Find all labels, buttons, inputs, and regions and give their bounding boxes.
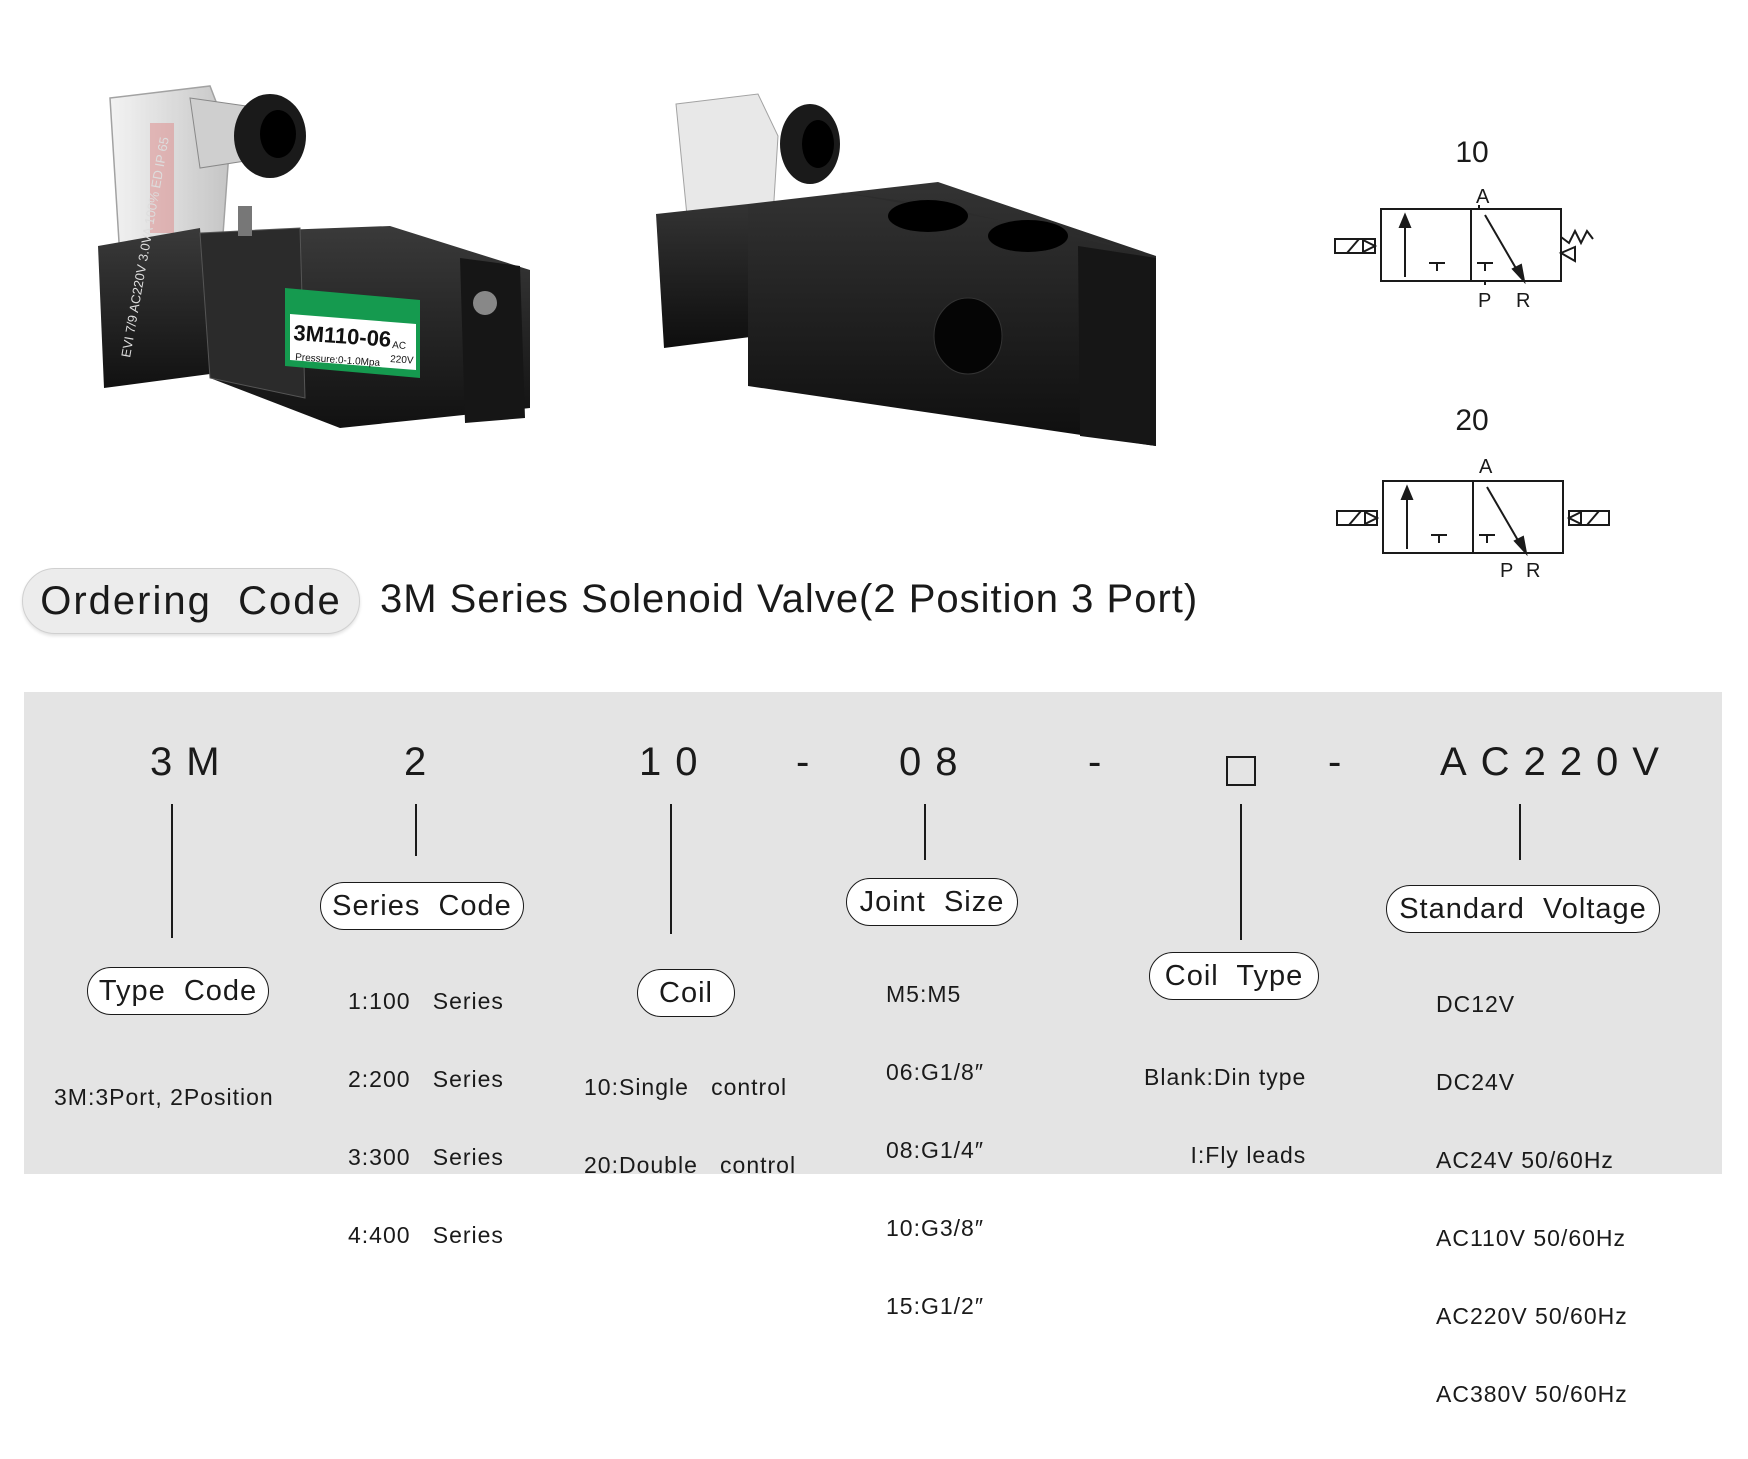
standard-voltage-tag: Standard Voltage — [1386, 885, 1660, 933]
standard-voltage-desc: DC12V DC24V AC24V 50/60Hz AC110V 50/60Hz… — [1436, 991, 1628, 1407]
code-part-type: 3M — [150, 740, 234, 784]
joint-size-tag: Joint Size — [846, 878, 1018, 926]
valve-photo-3m110: EVI 7/9 AC220V 3.0VA 100% ED IP 65 3M110… — [98, 85, 530, 428]
photo-label-ac: AC — [392, 340, 407, 352]
symbol-20-port-a: A — [1479, 456, 1493, 478]
code-dash-2: - — [1088, 740, 1102, 784]
symbol-10-port-p: P — [1478, 290, 1492, 312]
connector-joint — [924, 804, 926, 860]
coil-tag: Coil — [637, 969, 735, 1017]
code-part-voltage: AC220V — [1440, 740, 1673, 784]
joint-size-desc: M5:M5 06:G1/8″ 08:G1/4″ 10:G3/8″ 15:G1/2… — [886, 981, 984, 1319]
series-code-desc: 1:100 Series 2:200 Series 3:300 Series 4… — [348, 988, 504, 1248]
code-dash-1: - — [796, 740, 810, 784]
series-code-tag: Series Code — [320, 882, 524, 930]
valve-symbol-10 — [1334, 205, 1594, 285]
code-part-joint: 08 — [899, 740, 972, 784]
symbol-10-port-a: A — [1476, 186, 1490, 208]
valve-photo-ported — [656, 93, 1156, 446]
code-part-series: 2 — [404, 740, 441, 784]
connector-type — [171, 804, 173, 938]
connector-coil — [670, 804, 672, 934]
symbol-10-title: 10 — [1455, 136, 1489, 169]
symbol-10-port-r: R — [1516, 290, 1531, 312]
code-dash-3: - — [1328, 740, 1342, 784]
ordering-code-panel: 3M 2 10 - 08 - - AC220V Type Code 3M:3Po… — [24, 692, 1722, 1407]
ordering-code-pill: Ordering Code — [22, 568, 360, 634]
type-code-tag: Type Code — [87, 967, 269, 1015]
connector-coiltype — [1240, 804, 1242, 940]
symbol-20-port-p: P — [1500, 560, 1514, 582]
valve-symbol-20 — [1336, 480, 1610, 557]
coil-desc: 10:Single control 20:Double control — [584, 1074, 797, 1178]
photo-label-voltage: 220V — [390, 354, 414, 367]
symbol-20-port-r: R — [1526, 560, 1541, 582]
code-part-coil: 10 — [639, 740, 712, 784]
connector-voltage — [1519, 804, 1521, 860]
connector-series — [415, 804, 417, 856]
type-code-desc: 3M:3Port, 2Position — [54, 1084, 274, 1110]
page-title: 3M Series Solenoid Valve(2 Position 3 Po… — [380, 577, 1199, 621]
coil-type-desc: Blank:Din type I:Fly leads — [1144, 1064, 1307, 1168]
coil-type-tag: Coil Type — [1149, 952, 1319, 1000]
symbol-20-title: 20 — [1455, 404, 1489, 437]
coil-type-placeholder-box — [1226, 756, 1256, 786]
